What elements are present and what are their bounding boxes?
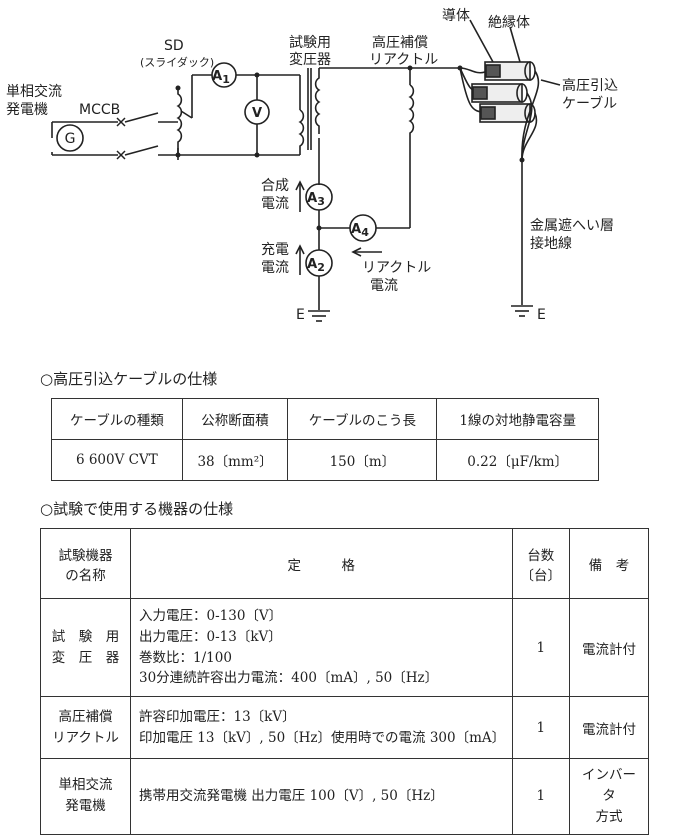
rating-cell: 許容印加電圧：13〔kV〕 印加電圧 13〔kV〕, 50〔Hz〕使用時での電流… [130, 696, 513, 759]
note-cell: インバータ 方式 [569, 758, 649, 835]
table-header-cell: 1線の対地静電容量 [436, 398, 599, 440]
equipment-name-line: 変 圧 器 [51, 649, 120, 666]
voltmeter-symbol: V [252, 106, 262, 121]
ammeter-a3-symbol: A3 [307, 191, 325, 208]
reactor-label-line2: リアクトル [369, 52, 438, 68]
generator-symbol: G [65, 131, 76, 147]
rating-line: 印加電圧 13〔kV〕, 50〔Hz〕使用時での電流 300〔mA〕 [139, 729, 506, 746]
count-cell: 1 [511, 598, 570, 697]
reactor-current-label-line1: リアクトル [362, 260, 431, 276]
ammeter-a1-symbol: A1 [212, 69, 230, 86]
shield-label-line1: 金属遮へい層 [530, 218, 614, 234]
table-row: 試験機器 の名称 定 格 台数 〔台〕 備 考 [40, 528, 649, 599]
equipment-spec-title: ○試験で使用する機器の仕様 [40, 500, 234, 518]
rating-line: 入力電圧：0-130〔V〕 [139, 607, 283, 624]
header-count-line: 〔台〕 [520, 567, 562, 584]
equipment-name-line: 発電機 [65, 798, 106, 815]
equipment-name-line: リアクトル [52, 729, 119, 746]
note-cell: 電流計付 [569, 696, 649, 759]
conductor-label: 導体 [442, 8, 470, 24]
generator-label-line1: 単相交流 [6, 83, 62, 100]
ammeter-a4-symbol: A4 [351, 222, 369, 239]
table-header-cell: 定 格 [130, 528, 513, 599]
note-line: 電流計付 [582, 721, 636, 738]
cable-label-line2: ケーブル [562, 95, 617, 112]
reactor-label-line1: 高圧補償 [372, 34, 428, 51]
sd-sublabel: (スライダック) [140, 55, 214, 69]
table-row: 試 験 用 変 圧 器 入力電圧：0-130〔V〕 出力電圧：0-13〔kV〕 … [40, 598, 649, 697]
combined-current-label-line1: 合成 [261, 178, 289, 194]
mccb-label: MCCB [79, 102, 120, 118]
rating-line: 出力電圧：0-13〔kV〕 [139, 628, 282, 645]
charging-current-label-line2: 電流 [261, 260, 289, 276]
cable-spec-table: ケーブルの種類 公称断面積 ケーブルのこう長 1線の対地静電容量 6 600V … [51, 398, 599, 481]
sd-label: SD [164, 38, 184, 54]
rating-line: 巻数比：1/100 [139, 649, 232, 666]
header-name-line: の名称 [65, 567, 106, 584]
earth-label-right: E [537, 307, 546, 323]
ammeter-a2-symbol: A2 [307, 257, 325, 274]
generator-label-line2: 発電機 [6, 102, 48, 118]
note-line: 電流計付 [582, 641, 636, 658]
cable-label-line1: 高圧引込 [562, 77, 618, 94]
equipment-name-line: 単相交流 [58, 777, 113, 794]
rating-line: 携帯用交流発電機 出力電圧 100〔V〕, 50〔Hz〕 [139, 787, 444, 804]
shield-label-line2: 接地線 [530, 235, 572, 252]
charging-current-label-line1: 充電 [261, 242, 289, 258]
combined-current-label-line2: 電流 [261, 196, 289, 212]
transformer-label-line1: 試験用 [289, 35, 331, 51]
header-name-line: 試験機器 [58, 547, 113, 564]
equipment-name-line: 高圧補償 [58, 708, 113, 725]
earth-label-left: E [296, 307, 305, 323]
note-cell: 電流計付 [569, 598, 649, 697]
test-circuit-diagram: SD (スライダック) 単相交流 発電機 MCCB G 試験用 変圧器 高圧補償… [6, 8, 618, 323]
rating-line: 許容印加電圧：13〔kV〕 [139, 708, 296, 725]
count-cell: 1 [511, 696, 570, 759]
table-header-cell: 公称断面積 [181, 398, 289, 440]
transformer-label-line2: 変圧器 [289, 51, 331, 68]
header-count-line: 台数 [527, 547, 555, 564]
equipment-name-cell: 高圧補償 リアクトル [40, 696, 131, 759]
table-row: ケーブルの種類 公称断面積 ケーブルのこう長 1線の対地静電容量 [51, 398, 599, 440]
rating-line: 30分連続許容出力電流：400〔mA〕, 50〔Hz〕 [139, 670, 439, 687]
equipment-name-line: 試 験 用 [51, 628, 120, 645]
equipment-name-cell: 試 験 用 変 圧 器 [40, 598, 131, 697]
table-header-cell: 備 考 [569, 528, 649, 599]
rating-cell: 入力電圧：0-130〔V〕 出力電圧：0-13〔kV〕 巻数比：1/100 30… [130, 598, 513, 697]
note-line: 方式 [595, 808, 623, 825]
cable-spec-title: ○高圧引込ケーブルの仕様 [40, 370, 218, 388]
reactor-current-label-line2: 電流 [370, 278, 398, 294]
table-header-cell: 試験機器 の名称 [40, 528, 131, 599]
table-cell: 150〔m〕 [287, 439, 438, 481]
insulator-label: 絶縁体 [488, 15, 530, 31]
table-row: 高圧補償 リアクトル 許容印加電圧：13〔kV〕 印加電圧 13〔kV〕, 50… [40, 696, 649, 759]
count-cell: 1 [511, 758, 570, 835]
table-header-cell: ケーブルの種類 [51, 398, 183, 440]
equipment-name-cell: 単相交流 発電機 [40, 758, 131, 835]
table-row: 単相交流 発電機 携帯用交流発電機 出力電圧 100〔V〕, 50〔Hz〕 1 … [40, 758, 649, 835]
table-header-cell: 台数 〔台〕 [511, 528, 570, 599]
table-cell: 0.22〔μF/km〕 [436, 439, 599, 481]
table-header-cell: ケーブルのこう長 [287, 398, 438, 440]
table-cell: 6 600V CVT [51, 439, 183, 481]
rating-cell: 携帯用交流発電機 出力電圧 100〔V〕, 50〔Hz〕 [130, 758, 513, 835]
table-row: 6 600V CVT 38〔mm²〕 150〔m〕 0.22〔μF/km〕 [51, 439, 599, 481]
table-cell: 38〔mm²〕 [181, 439, 289, 481]
note-line: インバータ [582, 767, 636, 804]
equipment-spec-table: 試験機器 の名称 定 格 台数 〔台〕 備 考 試 験 用 変 圧 器 入力電圧… [40, 528, 649, 835]
